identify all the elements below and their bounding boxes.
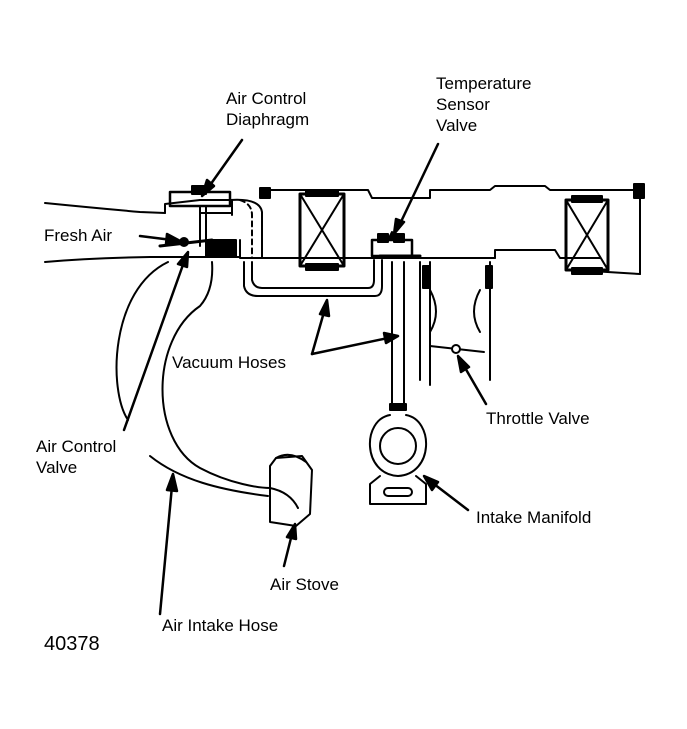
label-line: Valve [36,458,78,477]
label-air-control-diaphragm: Air Control Diaphragm [226,88,309,130]
air-intake-hose [115,261,271,497]
label-line: Vacuum Hoses [172,353,287,372]
label-line: Air Control [36,437,117,456]
label-air-intake-hose: Air Intake Hose [162,615,278,636]
label-line: Sensor [436,95,490,114]
air-control-valve [158,237,237,257]
label-line: Temperature [436,74,532,93]
label-line: Air Control [226,89,307,108]
intake-manifold [368,261,428,505]
label-line: Diaphragm [226,110,310,129]
label-vacuum-hoses: Vacuum Hoses [172,352,286,373]
label-air-control-valve: Air Control Valve [36,436,116,478]
label-line: Air Intake Hose [162,616,279,635]
label-line: Fresh Air [44,226,113,245]
label-air-stove: Air Stove [270,574,339,595]
throttle-body [419,261,493,386]
vacuum-hose-lines [243,259,383,297]
label-line: Intake Manifold [476,508,592,527]
filter-element-1 [298,189,346,271]
label-line: Air Stove [270,575,339,594]
label-line: Valve [436,116,478,135]
label-line: 40378 [44,633,100,655]
label-fresh-air: Fresh Air [44,225,112,246]
temperature-sensor-valve [370,231,422,258]
leader-arrows [122,138,488,616]
air-stove [269,453,313,527]
label-throttle-valve: Throttle Valve [486,408,590,429]
figure-number: 40378 [44,634,100,655]
air-cleaner-housing [239,183,645,275]
label-temperature-sensor-valve: Temperature Sensor Valve [436,73,531,136]
filter-element-2 [564,195,610,275]
label-line: Throttle Valve [486,409,590,428]
label-intake-manifold: Intake Manifold [476,507,591,528]
